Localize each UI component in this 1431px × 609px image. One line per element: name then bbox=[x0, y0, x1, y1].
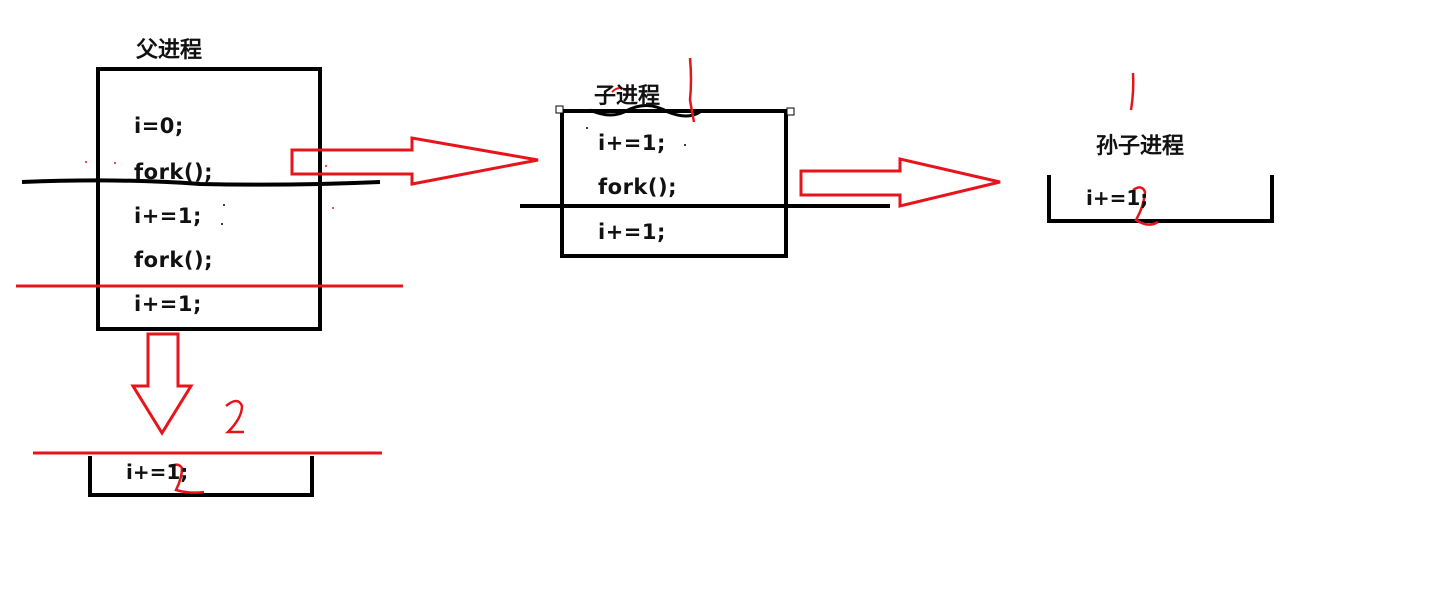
second-child-inline-mark bbox=[169, 463, 205, 494]
parent-code-line-5: i+=1; bbox=[134, 292, 202, 316]
parent-code-line-1: i=0; bbox=[134, 114, 184, 138]
parent-process-title: 父进程 bbox=[136, 38, 203, 63]
stray-dot bbox=[325, 165, 327, 167]
stray-dot bbox=[223, 204, 225, 206]
child-annotation-mark bbox=[688, 57, 696, 123]
second-child-box bbox=[88, 456, 314, 497]
parent-first-fork-divider bbox=[21, 178, 381, 187]
stray-dot bbox=[85, 161, 87, 163]
child-code-line-3: i+=1; bbox=[598, 220, 666, 244]
child-handle-left bbox=[555, 105, 564, 114]
arrow-child-to-grandchild bbox=[799, 157, 1001, 208]
child-title-underline bbox=[589, 104, 701, 118]
grandchild-process-box bbox=[1047, 175, 1274, 223]
child-handle-right bbox=[786, 107, 795, 116]
child-process-title: 子进程 bbox=[594, 84, 661, 109]
stray-dot bbox=[586, 127, 588, 129]
child-title-red-mark bbox=[611, 87, 629, 93]
stray-dot bbox=[332, 207, 334, 209]
stray-dot bbox=[221, 223, 223, 225]
grandchild-process-title: 孙子进程 bbox=[1096, 134, 1185, 159]
parent-code-line-2: fork(); bbox=[134, 160, 213, 184]
second-child-annotation-mark bbox=[224, 399, 244, 434]
child-process-box bbox=[560, 109, 788, 258]
stray-dot bbox=[684, 144, 686, 146]
grandchild-top-mark bbox=[1129, 72, 1135, 111]
child-code-line-2: fork(); bbox=[598, 175, 677, 199]
arrow-parent-to-child bbox=[290, 136, 539, 186]
parent-process-box bbox=[96, 67, 322, 331]
grandchild-inline-mark bbox=[1132, 186, 1159, 226]
child-code-line-1: i+=1; bbox=[598, 131, 666, 155]
parent-code-line-4: fork(); bbox=[134, 248, 213, 272]
grandchild-code-line: i+=1; bbox=[1086, 186, 1149, 210]
arrow-parent-down bbox=[130, 332, 194, 436]
second-child-code-line: i+=1; bbox=[126, 460, 189, 484]
parent-code-line-3: i+=1; bbox=[134, 204, 202, 228]
stray-dot bbox=[114, 162, 116, 164]
